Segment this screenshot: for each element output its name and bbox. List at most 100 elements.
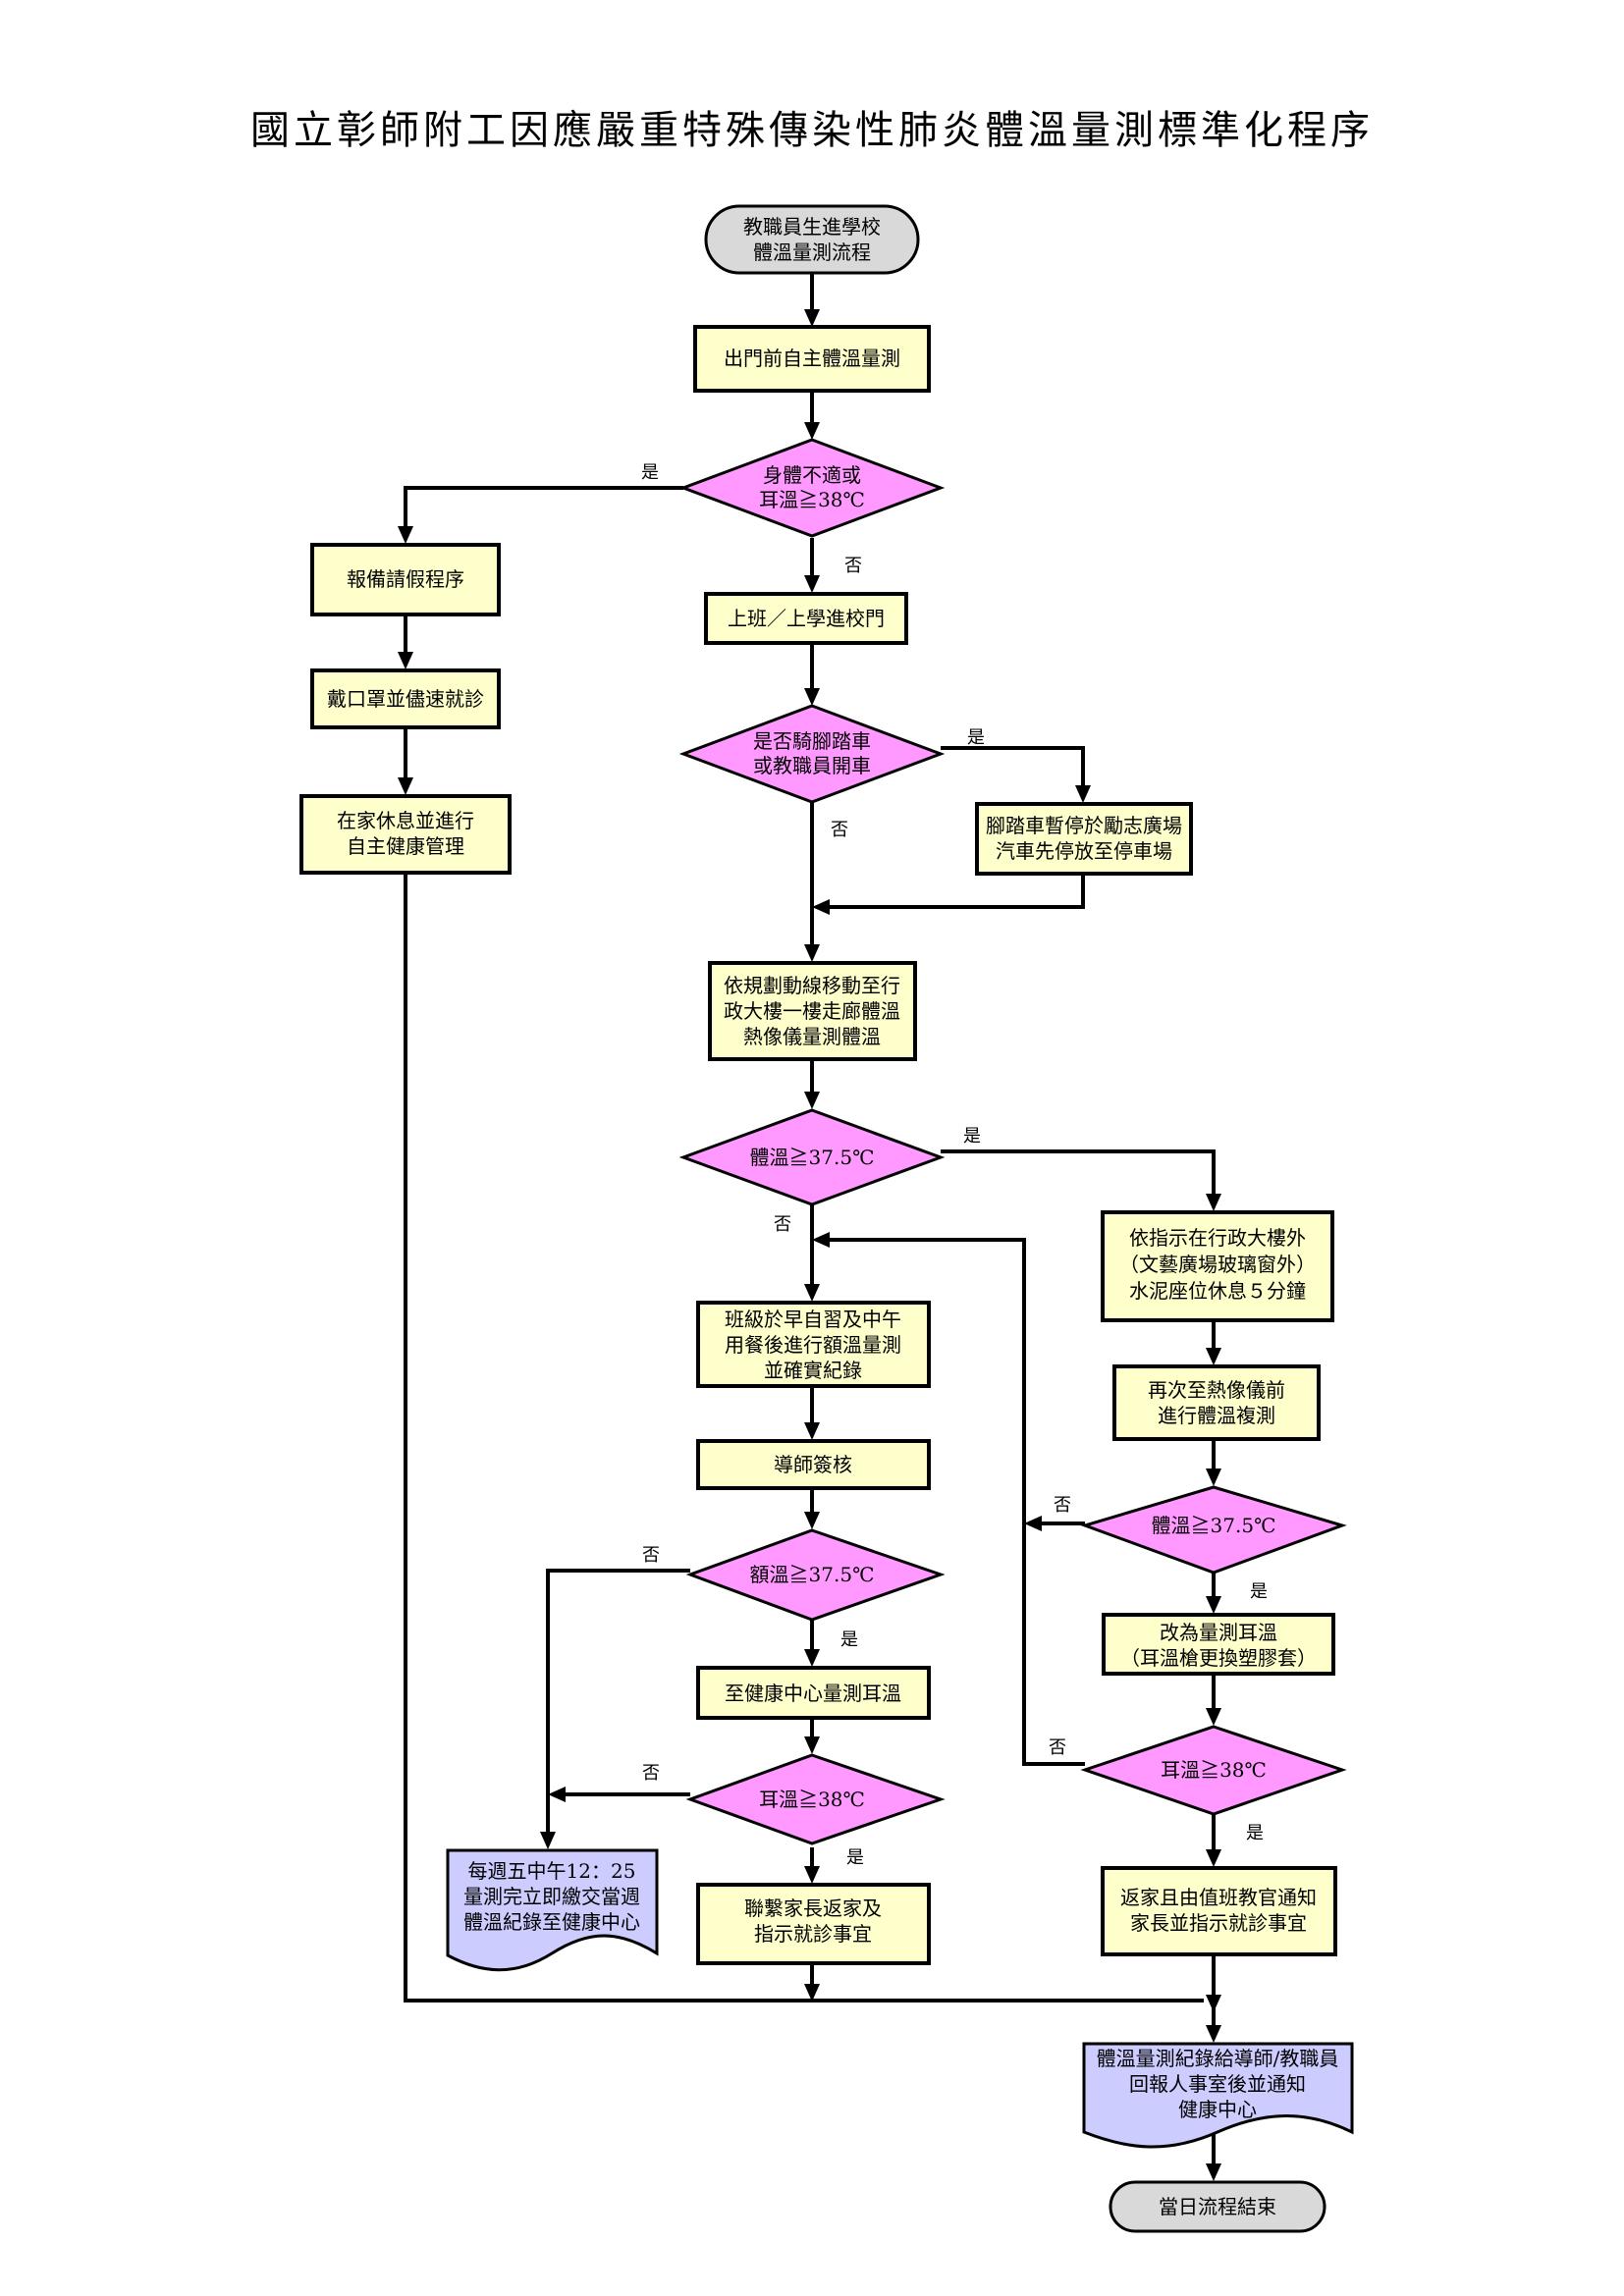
edge-label-no: 否 [642, 1545, 660, 1566]
node-text: 導師簽核 [774, 1453, 852, 1476]
weekly-document: 每週五中午12：25 量測完立即繳交當週 體溫紀錄至健康中心 [446, 1848, 659, 1972]
edge-label-yes: 是 [840, 1629, 858, 1650]
arrowhead [1206, 1708, 1221, 1726]
node-text: 改為量測耳溫 [1160, 1621, 1277, 1644]
ear-measure-box: 改為量測耳溫 （耳溫槍更換塑膠套） [1102, 1613, 1335, 1676]
arrowhead [398, 777, 413, 795]
self-check-box: 出門前自主體溫量測 [693, 325, 931, 393]
edge-rest-bottom [404, 873, 1204, 2002]
edge-vehicle-parking [941, 746, 1085, 791]
recheck-box: 再次至熱像儀前 進行體溫複測 [1112, 1364, 1321, 1441]
start-terminator: 教職員生進學校 體溫量測流程 [704, 204, 920, 275]
arrowhead [804, 1866, 820, 1884]
arrowhead [804, 422, 820, 440]
arrow-heads [398, 309, 1221, 2181]
node-text: 體溫≧37.5℃ [750, 1146, 875, 1169]
health-ear-box: 至健康中心量測耳溫 [696, 1666, 931, 1720]
node-text: 每週五中午12：25 [468, 1859, 636, 1883]
arrowhead [1206, 2163, 1221, 2181]
node-text: 並確實紀錄 [764, 1359, 862, 1382]
temp2-decision: 體溫≧37.5℃ [1080, 1485, 1347, 1575]
arrowhead [1024, 1516, 1042, 1531]
unwell-decision: 身體不適或 耳溫≧38℃ [678, 438, 946, 538]
arrowhead [804, 309, 820, 327]
temp1-decision: 體溫≧37.5℃ [678, 1108, 946, 1206]
vehicle-decision: 是否騎腳踏車 或教職員開車 [678, 704, 946, 804]
node-text: 水泥座位休息５分鐘 [1129, 1279, 1306, 1303]
node-text: 汽車先停放至停車場 [996, 839, 1172, 863]
connectors [404, 272, 1216, 2169]
edge-temp1-rest5 [941, 1149, 1216, 1200]
arrowhead [804, 1284, 820, 1302]
edge-label-no: 否 [642, 1763, 660, 1784]
arrowhead [804, 1649, 820, 1667]
edge-label-no: 否 [1049, 1737, 1066, 1758]
node-text: 出門前自主體溫量測 [724, 347, 900, 370]
arrowhead [804, 1984, 820, 2002]
node-text: （耳溫槍更換塑膠套） [1120, 1646, 1317, 1670]
node-text: （文藝廣場玻璃窗外） [1119, 1253, 1316, 1276]
arrowhead [1206, 2025, 1221, 2043]
node-text: 健康中心 [1178, 2098, 1257, 2121]
node-text: 耳溫≧38℃ [759, 488, 865, 511]
node-text: 身體不適或 [763, 463, 861, 487]
node-text: 或教職員開車 [753, 754, 871, 777]
edge-label-no: 否 [1054, 1495, 1071, 1516]
node-text: 依規劃動線移動至行 [724, 974, 900, 997]
go-home-box: 返家且由值班教官通知 家長並指示就診事宜 [1101, 1866, 1337, 1956]
edge-parking-merge [824, 863, 1085, 909]
arrowhead [804, 944, 820, 962]
node-text: 體溫紀錄至健康中心 [463, 1910, 640, 1934]
node-text: 是否騎腳踏車 [753, 729, 871, 753]
node-text: 量測完立即繳交當週 [463, 1885, 640, 1908]
parking-box: 腳踏車暫停於勵志廣場 汽車先停放至停車場 [975, 802, 1193, 876]
tutor-box: 導師簽核 [696, 1439, 931, 1490]
node-text: 當日流程結束 [1159, 2195, 1276, 2218]
rest-home-box: 在家休息並進行 自主健康管理 [299, 794, 512, 875]
node-text: 體溫量測流程 [753, 240, 871, 264]
arrowhead [1075, 785, 1091, 803]
node-text: 體溫量測紀錄給導師/教職員 [1097, 2047, 1339, 2070]
node-text: 額溫≧37.5℃ [750, 1563, 875, 1586]
arrowhead [812, 1232, 830, 1248]
page-title: 國立彰師附工因應嚴重特殊傳染性肺炎體溫量測標準化程序 [250, 108, 1374, 153]
edge-label-no: 否 [831, 820, 848, 840]
edge-label-yes: 是 [1246, 1823, 1264, 1843]
leave-box: 報備請假程序 [310, 543, 501, 616]
edge-label-yes: 是 [846, 1847, 864, 1868]
arrowhead [548, 1787, 566, 1802]
arrowhead [804, 1512, 820, 1529]
edge-label-no: 否 [774, 1214, 791, 1235]
arrowhead [1206, 1194, 1221, 1211]
node-text: 家長並指示就診事宜 [1130, 1911, 1307, 1935]
edge-unwell-leave [404, 486, 683, 532]
edge-label-yes: 是 [963, 1126, 981, 1147]
node-text: 再次至熱像儀前 [1148, 1378, 1285, 1402]
end-terminator: 當日流程結束 [1109, 2180, 1326, 2233]
forehead-decision: 額溫≧37.5℃ [685, 1528, 946, 1622]
node-text: 回報人事室後並通知 [1129, 2072, 1306, 2096]
node-text: 自主健康管理 [347, 834, 464, 858]
edge-labels: 是 否 是 否 是 否 否 是 否 是 否 是 否 是 [641, 462, 1268, 1868]
node-text: 政大樓一樓走廊體溫 [724, 999, 900, 1023]
node-text: 報備請假程序 [347, 567, 464, 591]
arrowhead [398, 526, 413, 544]
arrowhead [804, 1736, 820, 1754]
report-document: 體溫量測紀錄給導師/教職員 回報人事室後並通知 健康中心 [1082, 2042, 1354, 2149]
arrowhead [804, 688, 820, 706]
node-text: 體溫≧37.5℃ [1152, 1514, 1276, 1537]
node-text: 返家且由值班教官通知 [1120, 1886, 1317, 1909]
node-text: 至健康中心量測耳溫 [725, 1682, 901, 1705]
arrowhead [398, 652, 413, 669]
arrowhead [1206, 1995, 1221, 2012]
node-text: 用餐後進行額溫量測 [725, 1333, 901, 1357]
node-text: 耳溫≧38℃ [1161, 1758, 1267, 1782]
node-text: 耳溫≧38℃ [759, 1788, 865, 1811]
arrowhead [804, 1092, 820, 1109]
arrowhead [1206, 1596, 1221, 1614]
node-text: 上班／上學進校門 [728, 607, 885, 630]
rest5-box: 依指示在行政大樓外 （文藝廣場玻璃窗外） 水泥座位休息５分鐘 [1101, 1210, 1334, 1322]
node-text: 熱像儀量測體溫 [743, 1025, 881, 1048]
node-text: 進行體溫複測 [1158, 1404, 1275, 1427]
